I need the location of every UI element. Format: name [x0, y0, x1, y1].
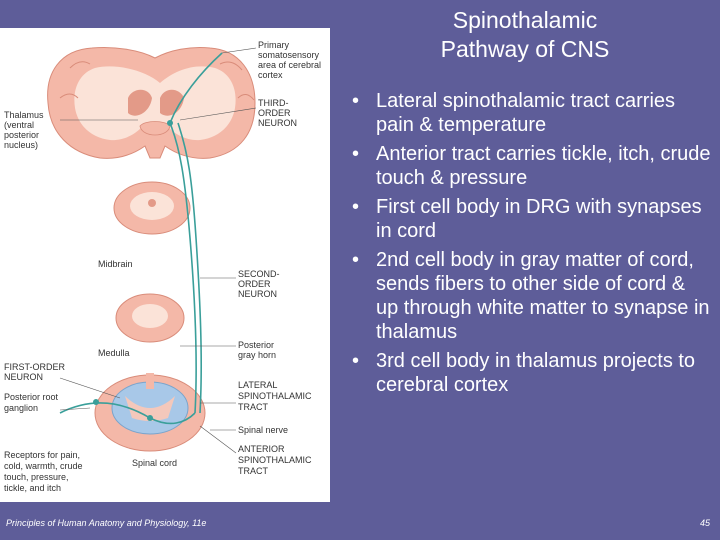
diagram-svg: Primary somatosensory area of cerebral c…: [4, 40, 321, 493]
label-first-2: NEURON: [4, 372, 43, 382]
label-third-3: NEURON: [258, 118, 297, 128]
label-primary-4: cortex: [258, 70, 283, 80]
midbrain-section: [113, 181, 191, 235]
label-receptors-3: touch, pressure,: [4, 472, 69, 482]
label-midbrain: Midbrain: [98, 259, 133, 269]
bullet-marker: •: [352, 196, 360, 218]
label-spinal-nerve: Spinal nerve: [238, 425, 288, 435]
bullet-marker: •: [352, 249, 360, 271]
label-second-3: NEURON: [238, 289, 277, 299]
label-primary-2: somatosensory: [258, 50, 320, 60]
neural-pathway: [59, 52, 223, 425]
label-spinal-cord: Spinal cord: [132, 458, 177, 468]
label-third-2: ORDER: [258, 108, 291, 118]
bullet-item: • Lateral spinothalamic tract carries pai…: [340, 89, 712, 137]
bullet-text: Anterior tract carries tickle, itch, cru…: [376, 143, 711, 189]
label-receptors-2: cold, warmth, crude: [4, 461, 83, 471]
brain-section: [47, 47, 256, 159]
label-medulla: Medulla: [98, 348, 130, 358]
slide-title: Spinothalamic Pathway of CNS: [400, 6, 650, 64]
slide-title-line-1: Spinothalamic: [452, 7, 598, 33]
label-lateral-2: SPINOTHALAMIC: [238, 391, 312, 401]
bullet-item: • Anterior tract carries tickle, itch, cr…: [340, 142, 712, 190]
footer-citation: Principles of Human Anatomy and Physiolo…: [6, 518, 207, 528]
label-lateral-3: TRACT: [238, 402, 268, 412]
bullet-item: • First cell body in DRG with synapses in…: [340, 195, 712, 243]
label-post-root-1: Posterior root: [4, 392, 59, 402]
label-lateral-1: LATERAL: [238, 380, 277, 390]
label-second-1: SECOND-: [238, 269, 280, 279]
label-third-1: THIRD-: [258, 98, 289, 108]
label-post-root-2: ganglion: [4, 403, 38, 413]
label-anterior-2: SPINOTHALAMIC: [238, 455, 312, 465]
spinal-cord-section: [94, 373, 206, 452]
label-thalamus-4: nucleus): [4, 140, 38, 150]
bullet-item: • 3rd cell body in thalamus projects to c…: [340, 349, 712, 397]
bullet-list: • Lateral spinothalamic tract carries pai…: [340, 89, 712, 402]
label-thalamus-2: (ventral: [4, 120, 34, 130]
label-anterior-3: TRACT: [238, 466, 268, 476]
label-primary-3: area of cerebral: [258, 60, 321, 70]
leader-lines: [59, 47, 257, 454]
slide-number: 45: [699, 518, 710, 528]
bullet-text: First cell body in DRG with synapses in …: [376, 196, 702, 242]
label-thalamus-3: posterior: [4, 130, 39, 140]
label-thalamus-1: Thalamus: [4, 110, 44, 120]
spinothalamic-pathway-diagram: Primary somatosensory area of cerebral c…: [0, 28, 330, 502]
label-post-gray-2: gray horn: [238, 350, 276, 360]
label-receptors-1: Receptors for pain,: [4, 450, 80, 460]
bullet-item: • 2nd cell body in gray matter of cord, s…: [340, 248, 712, 344]
label-receptors-4: tickle, and itch: [4, 483, 61, 493]
bullet-marker: •: [352, 90, 360, 112]
label-second-2: ORDER: [238, 279, 271, 289]
label-first-1: FIRST-ORDER: [4, 362, 66, 372]
label-anterior-1: ANTERIOR: [238, 444, 285, 454]
label-post-gray-1: Posterior: [238, 340, 274, 350]
bullet-text: 2nd cell body in gray matter of cord, se…: [376, 249, 710, 343]
bullet-marker: •: [352, 143, 360, 165]
label-primary-1: Primary: [258, 40, 289, 50]
bullet-marker: •: [352, 350, 360, 372]
medulla-section: [115, 293, 185, 343]
bullet-text: Lateral spinothalamic tract carries pain…: [376, 90, 676, 136]
bullet-text: 3rd cell body in thalamus projects to ce…: [376, 350, 696, 396]
slide-title-line-2: Pathway of CNS: [440, 36, 610, 62]
